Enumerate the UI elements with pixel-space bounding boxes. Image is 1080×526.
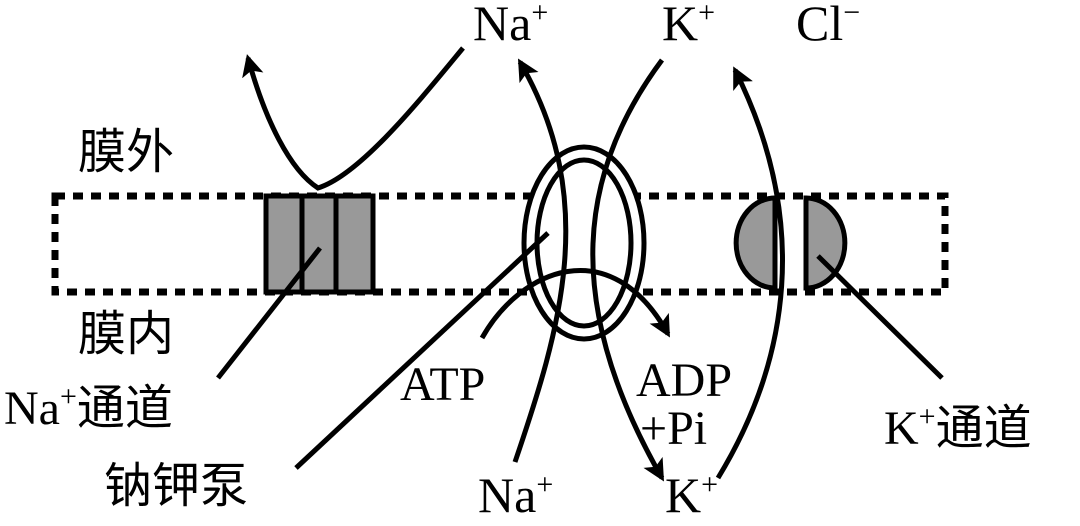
atp-label: ATP	[400, 358, 485, 411]
pump-label: 钠钾泵	[104, 458, 248, 514]
pi-label: +Pi	[640, 402, 707, 455]
cl-top-label: Cl−	[796, 0, 860, 51]
na-k-pump	[524, 147, 644, 339]
k-top-label: K+	[662, 0, 715, 51]
inside-label: 膜内	[78, 306, 174, 362]
k-channel-label: K+通道	[884, 400, 1032, 456]
na-channel-arrow	[248, 48, 463, 188]
na-channel	[266, 196, 373, 292]
k-channel	[736, 198, 845, 288]
outside-label: 膜外	[78, 124, 174, 180]
na-top-label: Na+	[473, 0, 548, 51]
na-bottom-label: Na+	[478, 467, 553, 523]
na-channel-label: Na+通道	[4, 380, 173, 436]
k-channel-leader	[818, 256, 942, 378]
adp-label: ADP	[636, 354, 732, 407]
k-bottom-label: K+	[665, 467, 718, 523]
